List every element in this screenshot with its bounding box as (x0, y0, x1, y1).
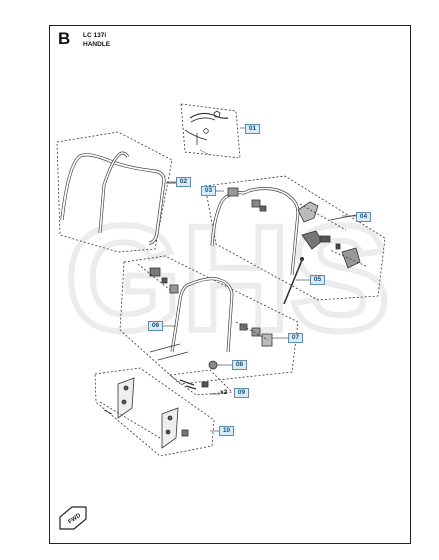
part-05-cable (283, 259, 303, 305)
callout-05[interactable]: 05 (310, 275, 325, 285)
part-09-bolt (179, 379, 195, 386)
part-02-group-outline (56, 131, 173, 253)
callout-02[interactable]: 02 (176, 177, 191, 187)
fwd-arrow-icon: FWD (59, 506, 87, 530)
diagram-frame (49, 25, 411, 544)
part-10-bracket-right (161, 407, 179, 449)
quantity-label: x2 (220, 389, 228, 396)
callout-10[interactable]: 10 (219, 426, 234, 436)
callout-07[interactable]: 07 (288, 333, 303, 343)
watermark-text: GHS (65, 194, 390, 362)
part-01-group-outline (180, 103, 241, 159)
part-08-knob (208, 360, 218, 370)
section-letter: B (58, 29, 71, 48)
part-10-group-outline (94, 367, 215, 457)
callout-03[interactable]: 03 (201, 186, 216, 196)
callout-04[interactable]: 04 (356, 212, 371, 222)
callout-06[interactable]: 06 (148, 321, 163, 331)
page-title: HANDLE (83, 41, 111, 48)
part-04-switch-housing (297, 201, 319, 223)
part-01-cover (189, 112, 229, 119)
part-03-04-group-outline (204, 175, 386, 301)
part-10-bracket-left (117, 377, 135, 419)
model-name: LC 137i (83, 32, 107, 39)
callout-09[interactable]: 09 (234, 388, 249, 398)
part-06-07-group-outline (119, 255, 299, 385)
callout-08[interactable]: 08 (232, 360, 247, 370)
callout-01[interactable]: 01 (245, 124, 260, 134)
